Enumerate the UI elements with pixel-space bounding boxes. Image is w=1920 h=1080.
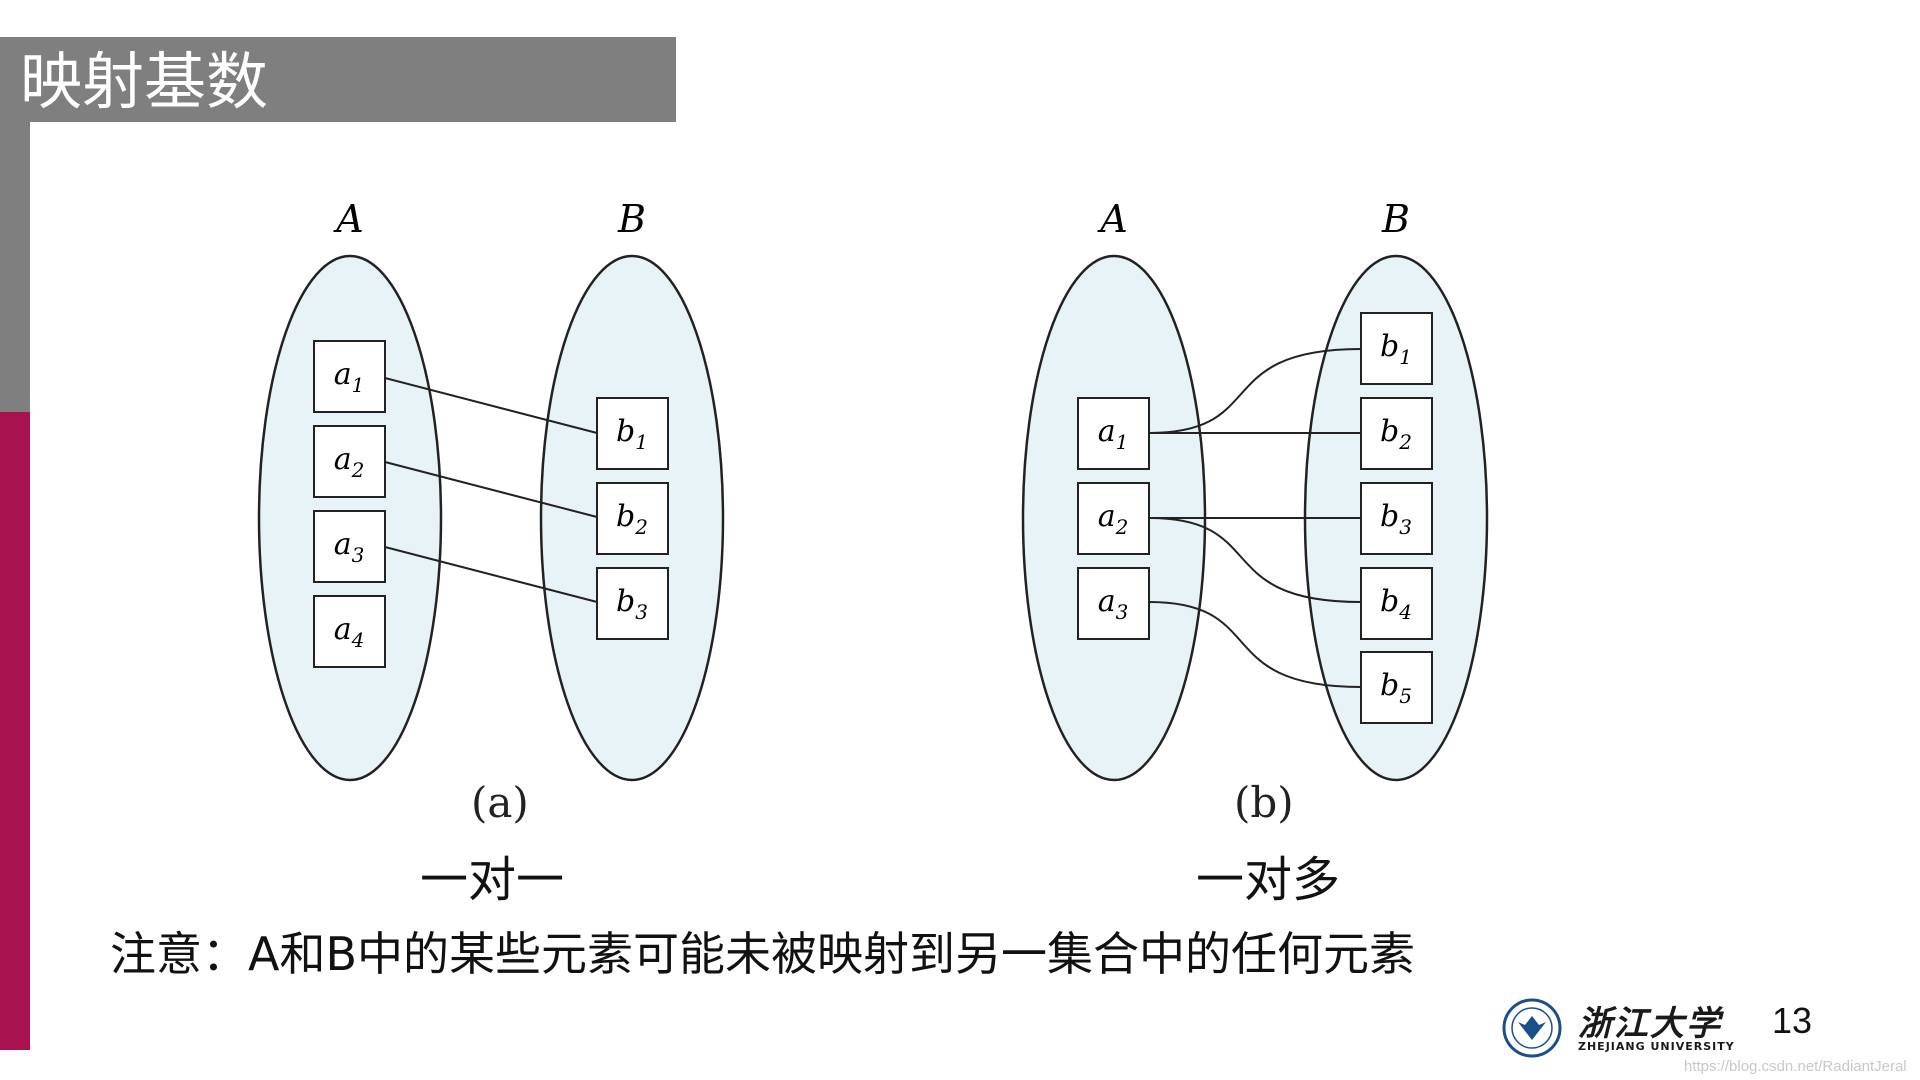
node-a2: a2 [313,425,386,498]
university-name-en: ZHEJIANG UNIVERSITY [1578,1040,1735,1053]
svg-text:a4: a4 [334,612,365,652]
svg-text:a1: a1 [334,357,365,397]
edge-a1-b1 [384,377,598,434]
watermark: https://blog.csdn.net/RadiantJeral [1684,1058,1907,1075]
node-b5: b5 [1360,651,1433,724]
edge-a2-b4 [1148,517,1362,603]
svg-text:b1: b1 [1380,329,1412,369]
set-b-label: B [1381,197,1410,241]
svg-text:b4: b4 [1380,584,1412,624]
university-name-cn: 浙江大学 [1578,1004,1722,1044]
node-a3: a3 [313,510,386,583]
svg-text:a3: a3 [1098,584,1129,624]
node-b3: b3 [596,567,669,640]
svg-text:b2: b2 [616,499,648,539]
caption-a: (a) [471,778,529,827]
note-text: 注意：A和B中的某些元素可能未被映射到另一集合中的任何元素 [110,927,1416,981]
svg-text:a2: a2 [1098,499,1129,539]
subtitle-one-to-many: 一对多 [1196,852,1341,908]
node-b4: b4 [1360,567,1433,640]
node-b1: b1 [1360,312,1433,385]
caption-b: (b) [1234,778,1294,827]
title-bar [0,37,676,122]
node-a2: a2 [1077,482,1150,555]
side-accent-red [0,412,30,1050]
svg-text:a3: a3 [334,527,365,567]
node-b2: b2 [1360,397,1433,470]
svg-text:b3: b3 [1380,499,1412,539]
set-a-label: A [333,197,363,241]
side-accent-gray [0,122,30,412]
slide-title: 映射基数 [20,45,269,118]
svg-text:b2: b2 [1380,414,1412,454]
edge-a3-b5 [1148,601,1362,688]
node-b2: b2 [596,482,669,555]
edge-a3-b3 [384,546,598,603]
node-a1: a1 [1077,397,1150,470]
svg-text:b3: b3 [616,584,648,624]
svg-text:b1: b1 [616,414,648,454]
svg-text:a2: a2 [334,442,365,482]
edge-a2-b2 [384,461,598,518]
university-emblem-icon [1502,998,1562,1058]
node-a3: a3 [1077,567,1150,640]
node-a4: a4 [313,595,386,668]
diagram-a: A B a1 a2 a3 a4 [257,197,725,782]
set-a-label: A [1097,197,1127,241]
set-b-label: B [617,197,646,241]
subtitle-one-to-one: 一对一 [420,852,565,908]
page-number: 13 [1772,1000,1813,1041]
node-a1: a1 [313,340,386,413]
node-b3: b3 [1360,482,1433,555]
svg-text:a1: a1 [1098,414,1129,454]
node-b1: b1 [596,397,669,470]
svg-text:b5: b5 [1380,668,1412,708]
edge-a1-b1 [1148,348,1362,434]
diagram-b: A B a1 a2 a3 b1 [1021,197,1489,782]
